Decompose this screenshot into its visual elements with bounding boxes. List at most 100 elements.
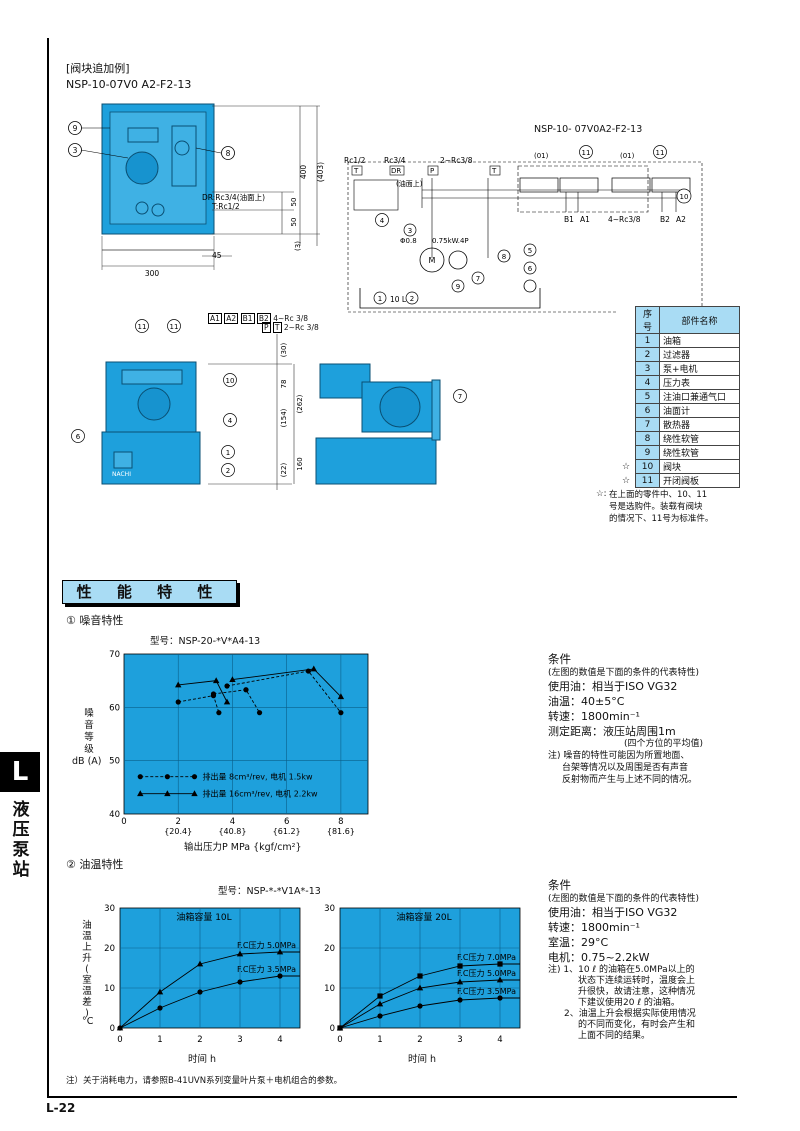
x-tick-label: 6 xyxy=(284,817,289,827)
y-tick-label: 40 xyxy=(109,810,120,820)
port-box-b1: B1 xyxy=(240,313,255,324)
chart-title: 油箱容量 20L xyxy=(396,911,451,923)
port-box-a2: A2 xyxy=(224,313,239,324)
port-dr: DR xyxy=(391,167,401,175)
port-rc34: Rc3/4 xyxy=(384,156,406,165)
data-point xyxy=(243,687,249,693)
x-tick-label: 2 xyxy=(176,817,181,827)
data-point xyxy=(417,1003,423,1009)
page-number: L-22 xyxy=(46,1101,76,1115)
x-tick-label: 3 xyxy=(457,1035,462,1045)
brand-logo: NACHI xyxy=(112,471,131,478)
table-note-star: ☆: xyxy=(596,489,607,499)
dim-22: (22) xyxy=(280,463,288,478)
x-tick-label: 8 xyxy=(338,817,343,827)
dim-50b: 50 xyxy=(290,198,298,207)
noise-xlabel: 输出压力P MPa {kgf/cm²} xyxy=(184,842,302,853)
series-line xyxy=(339,997,520,1029)
table-header-no: 序号 xyxy=(635,306,660,334)
data-point xyxy=(196,960,204,967)
series-label: F.C压力 3.5MPa xyxy=(237,964,296,974)
y-tick-label: 10 xyxy=(104,984,115,994)
port-box-a1: A1 xyxy=(208,313,222,324)
oil-xlabel-1: 时间 h xyxy=(188,1054,217,1065)
data-point xyxy=(117,1025,123,1031)
x-tick-label: 2 xyxy=(417,1035,422,1045)
label-tank: 10 L xyxy=(390,295,407,304)
hydraulic-circuit-diagram: Rc1/2 Rc3/4 T DR (油面上) P 2~Rc3/8 T (01) … xyxy=(344,145,703,313)
circuit-callout-6: 6 xyxy=(528,265,533,273)
circuit-callout-11a: 11 xyxy=(582,149,591,157)
x-tick-sublabel: {40.8} xyxy=(218,827,246,836)
label-01b: (01) xyxy=(620,152,635,160)
data-point xyxy=(276,948,284,955)
circuit-callout-3: 3 xyxy=(408,227,412,235)
label-01a: (01) xyxy=(534,152,549,160)
data-point xyxy=(337,1025,343,1031)
callout-8: 8 xyxy=(226,149,231,158)
plot-area xyxy=(119,907,301,1029)
data-point xyxy=(416,984,424,991)
oil-heading: ② 油温特性 xyxy=(66,858,124,871)
label-a1: A1 xyxy=(580,215,590,224)
series-line xyxy=(119,951,300,1029)
dim-403: (403) xyxy=(316,162,325,182)
noise-yunit: dB (A) xyxy=(72,756,102,767)
data-point xyxy=(377,1013,383,1019)
port-box-b2: B2 xyxy=(256,313,271,324)
data-point xyxy=(229,676,236,682)
data-point xyxy=(157,1005,163,1011)
footnote: 注）关于消耗电力，请参照B-41UVN系列变量叶片泵＋电机组合的参数。 xyxy=(66,1076,343,1086)
dim-154: (154) xyxy=(280,408,288,427)
port-box-p: P xyxy=(262,322,271,333)
data-point xyxy=(137,774,143,780)
y-tick-label: 30 xyxy=(104,904,115,914)
mid-callout-11b: 11 xyxy=(170,323,179,331)
port-text-b: 2~Rc 3/8 xyxy=(283,323,319,332)
y-tick-label: 10 xyxy=(324,984,335,994)
x-tick-label: 1 xyxy=(157,1035,162,1045)
label-orifice: Φ0.8 xyxy=(400,237,417,245)
side-tab-letter: L xyxy=(0,752,40,792)
data-point xyxy=(191,790,198,797)
data-point xyxy=(210,691,217,697)
front-side-view-drawing: 11 11 10 4 6 1 2 7 NACHI (30) 78 (262) (… xyxy=(71,319,467,490)
circuit-callout-4: 4 xyxy=(380,217,385,225)
dim-400: 400 xyxy=(299,165,308,180)
data-point xyxy=(310,665,317,672)
mid-callout-6: 6 xyxy=(76,433,81,441)
mid-callout-11a: 11 xyxy=(138,323,147,331)
data-point xyxy=(175,699,181,705)
series-label: F.C压力 3.5MPa xyxy=(457,986,516,996)
data-point xyxy=(338,710,344,716)
dim-160: 160 xyxy=(296,457,304,470)
label-motor: 0.75kW.4P xyxy=(432,237,469,245)
data-point xyxy=(497,995,503,1001)
mid-callout-10: 10 xyxy=(226,377,235,385)
circuit-callout-7: 7 xyxy=(476,275,480,283)
oil-yunit: °C xyxy=(82,1016,94,1027)
data-point xyxy=(156,988,164,995)
page-frame-bottom xyxy=(47,1096,737,1098)
series-line xyxy=(339,979,520,1029)
model-title: NSP-10-07V0 A2-F2-13 xyxy=(66,78,192,91)
table-note: 在上面的零件中、10、11 号是选购件。装载有阀块 的情况下、11号为标准件。 xyxy=(609,490,714,524)
data-point xyxy=(277,973,283,979)
dim-300: 300 xyxy=(145,269,160,278)
x-tick-label: 3 xyxy=(237,1035,242,1045)
mid-callout-7: 7 xyxy=(458,393,462,401)
x-tick-label: 4 xyxy=(497,1035,502,1045)
data-point xyxy=(417,973,423,979)
noise-model: 型号：NSP-20-*V*A4-13 xyxy=(150,636,261,647)
data-point xyxy=(376,1000,384,1007)
dim-50a: 50 xyxy=(290,218,298,227)
x-tick-label: 4 xyxy=(277,1035,282,1045)
mid-callout-1: 1 xyxy=(226,449,230,457)
table-header-name: 部件名称 xyxy=(659,306,740,334)
